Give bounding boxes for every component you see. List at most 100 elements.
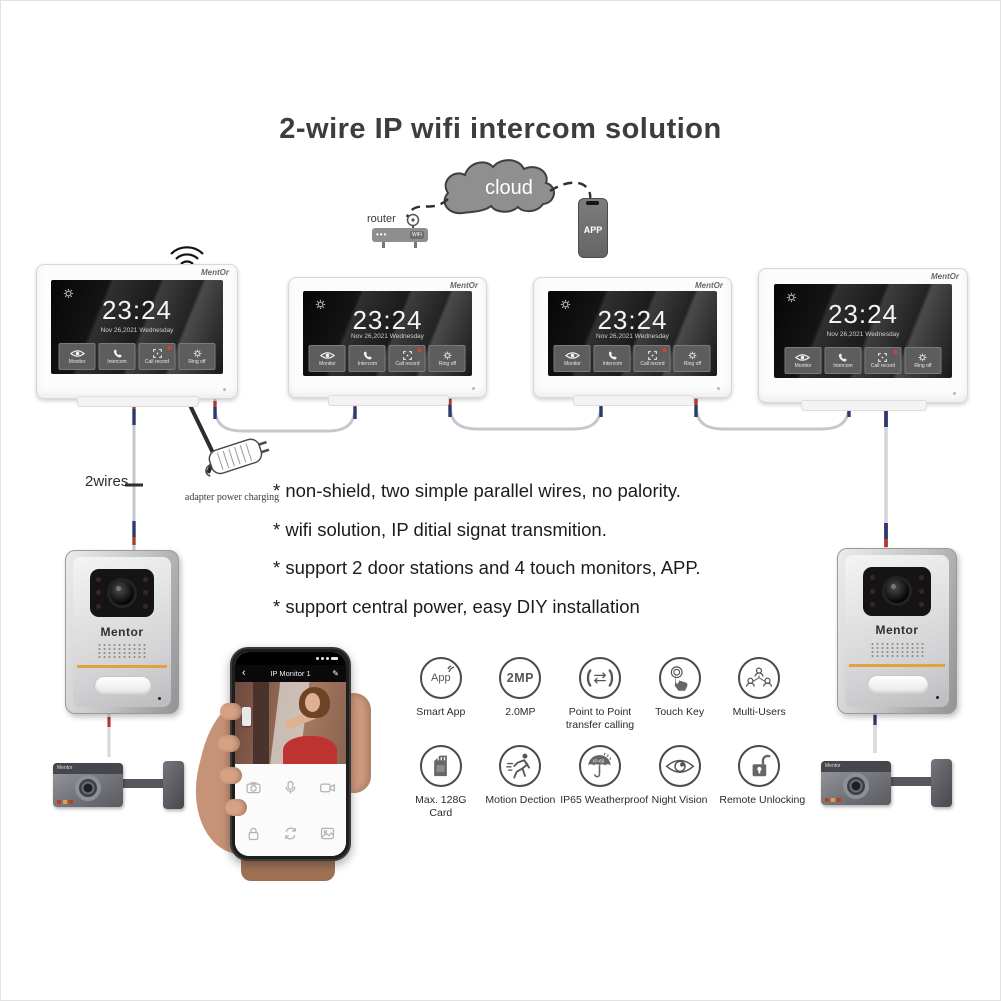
monitor-button-intercom[interactable]: Intercom [348, 345, 386, 373]
monitor-clock: 23:24 [352, 304, 423, 335]
app-screen: ‹ IP Monitor 1 ✎ [235, 652, 346, 856]
monitor-led [223, 388, 226, 391]
feature-row-2: Max. 128G Card Motion Dection IP-65 IP65… [401, 745, 805, 819]
cloud-to-router-link [405, 198, 449, 218]
indoor-monitor-4: MentOr 23:24 Nov 26,2021 Wednesday Monit… [758, 268, 968, 411]
video-door-frame [252, 682, 270, 764]
monitor-button-intercom[interactable]: Intercom [98, 343, 136, 371]
router-label: router [367, 213, 396, 225]
app-phone-in-hand: ‹ IP Monitor 1 ✎ [230, 647, 351, 861]
monitor-button-intercom[interactable]: Intercom [824, 347, 862, 375]
monitor-button-call-record[interactable]: Call record [388, 345, 426, 373]
motion-detection-icon [506, 753, 531, 779]
router-leg [414, 242, 417, 248]
feature-touch-key: Touch Key [640, 657, 720, 731]
monitor-stand [77, 396, 199, 407]
power-adapter-sketch [205, 438, 270, 477]
monitor-button-ring-off[interactable]: Ring off [428, 345, 466, 373]
lock-brand: Mentor [825, 763, 841, 769]
notification-badge [167, 346, 172, 351]
camera-lens [881, 576, 912, 607]
snapshot-camera-icon[interactable] [245, 779, 262, 796]
monitor-clock: 23:24 [597, 304, 668, 335]
app-control-grid [235, 764, 346, 856]
gear-icon [548, 351, 717, 360]
feature-ip65: IP-65 IP65 Weatherproof [560, 745, 648, 819]
monitor-button-ring-off[interactable]: Ring off [178, 343, 216, 371]
mic-icon[interactable] [282, 779, 299, 796]
live-video-view[interactable] [235, 682, 346, 764]
monitor-button-call-record[interactable]: Call record [138, 343, 176, 371]
indoor-monitor-2: MentOr 23:24 Nov 26,2021 Wednesday Monit… [288, 277, 487, 406]
gear-icon [774, 353, 953, 362]
gear-icon [51, 349, 223, 358]
notification-badge [662, 348, 667, 353]
video-record-icon[interactable] [319, 779, 336, 796]
call-button[interactable] [866, 675, 930, 696]
monitor-button-monitor[interactable]: Monitor [308, 345, 346, 373]
feature-remote-unlocking: Remote Unlocking [719, 745, 805, 819]
lock-brand: Mentor [57, 765, 73, 771]
accent-stripe [76, 665, 168, 668]
monitor-clock: 23:24 [827, 298, 899, 329]
door-station-brand: Mentor [100, 624, 144, 639]
monitor-led [953, 392, 956, 395]
battery-icon [331, 656, 338, 661]
back-icon[interactable]: ‹ [242, 667, 246, 679]
notification-badge [417, 348, 422, 353]
monitor-stand [800, 400, 928, 411]
bullet-line-2: * wifi solution, IP ditial signat transm… [273, 518, 607, 540]
edit-icon[interactable]: ✎ [332, 669, 339, 678]
switch-loop-icon[interactable] [282, 825, 299, 842]
monitor-brand: MentOr [695, 281, 723, 290]
mic-hole [158, 696, 162, 700]
monitor-button-monitor[interactable]: Monitor [784, 347, 822, 375]
door-station-right: Mentor [837, 548, 957, 714]
lock-terminals [57, 800, 73, 804]
lock-terminals [825, 798, 841, 802]
monitor-button-call-record[interactable]: Call record [633, 345, 671, 373]
monitor-screen[interactable]: 23:24 Nov 26,2021 Wednesday Monitor Inte… [773, 283, 953, 379]
monitor-button-monitor[interactable]: Monitor [58, 343, 96, 371]
svg-text:IP-65: IP-65 [594, 759, 606, 765]
bullet-line-4: * support central power, easy DIY instal… [273, 595, 640, 617]
gallery-icon[interactable] [319, 825, 336, 842]
feature-sd-card: Max. 128G Card [401, 745, 481, 819]
lock-strike [931, 759, 952, 807]
monitor-button-call-record[interactable]: Call record [864, 347, 902, 375]
door-station-faceplate: Mentor [73, 557, 171, 707]
umbrella-icon: IP-65 [588, 752, 612, 778]
monitor-screen[interactable]: 23:24 Nov 26,2021 Wednesday Monitor Inte… [302, 291, 473, 376]
signal-arc-icon [447, 665, 455, 673]
monitor-screen[interactable]: 23:24 Nov 26,2021 Wednesday Monitor Inte… [51, 279, 223, 375]
page-title: 2-wire IP wifi intercom solution [279, 113, 722, 145]
monitor-button-ring-off[interactable]: Ring off [904, 347, 942, 375]
monitor-button-intercom[interactable]: Intercom [593, 345, 631, 373]
lock-top-band [53, 763, 123, 774]
monitor-screen[interactable]: 23:24 Nov 26,2021 Wednesday Monitor Inte… [547, 291, 718, 376]
accent-stripe [849, 664, 945, 668]
monitor-brand: MentOr [201, 268, 229, 277]
touch-key-icon [670, 666, 688, 691]
hand-fingertip [218, 735, 240, 752]
multi-users-icon [746, 667, 773, 688]
video-visitor-face [305, 693, 321, 712]
app-phone-label: APP [583, 225, 603, 235]
app-title: IP Monitor 1 [270, 669, 311, 678]
hand-fingertip [225, 799, 247, 816]
unlock-icon[interactable] [245, 825, 262, 842]
feature-point-to-point: Point to Point transfer calling [560, 657, 640, 731]
monitor-button-ring-off[interactable]: Ring off [673, 345, 711, 373]
monitor-button-row: Monitor Intercom Call record Ring off [553, 345, 711, 373]
feature-smart-app: App Smart App [401, 657, 481, 731]
feature-bullets: * non-shield, two simple parallel wires,… [273, 480, 700, 634]
lock-cylinder [843, 773, 869, 799]
sd-card-icon [434, 755, 448, 777]
call-button[interactable] [93, 675, 153, 696]
phone-notch [586, 201, 599, 205]
monitor-button-monitor[interactable]: Monitor [553, 345, 591, 373]
monitor-stand [328, 395, 449, 406]
power-cable [185, 398, 217, 474]
feature-night-vision: Night Vision [640, 745, 720, 819]
